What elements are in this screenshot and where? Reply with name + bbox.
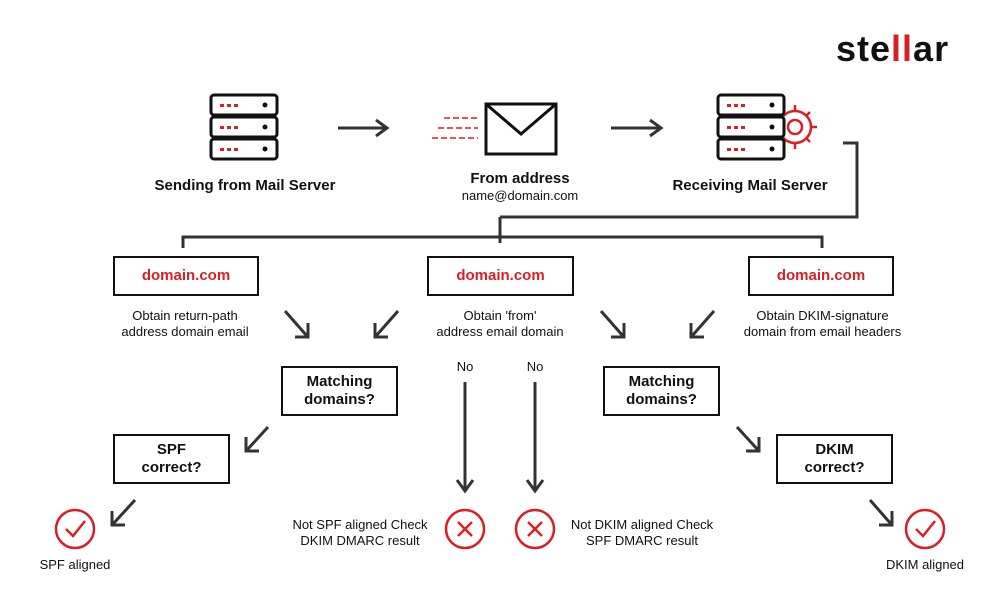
domain-box-left: domain.com — [113, 256, 259, 296]
envelope-icon — [432, 102, 558, 156]
no-label-right: No — [526, 359, 544, 374]
stellar-logo: stellar — [836, 28, 950, 69]
receiving-server-label: Receiving Mail Server — [672, 177, 828, 194]
arrow-send-to-envelope — [338, 118, 390, 138]
obtain-from-text: Obtain 'from' address email domain — [436, 308, 564, 340]
connector-lines — [181, 141, 859, 248]
arrow-envelope-to-receive — [611, 118, 664, 138]
no-label-left: No — [456, 359, 474, 374]
from-address-label: From address — [470, 170, 570, 187]
not-dkim-aligned-label: Not DKIM aligned Check SPF DMARC result — [570, 517, 714, 549]
obtain-return-path-text: Obtain return-path address domain email — [121, 308, 249, 340]
no-arrows — [455, 382, 545, 494]
matching-domains-right: Matching domains? — [603, 366, 720, 416]
not-spf-aligned-label: Not SPF aligned Check DKIM DMARC result — [292, 517, 428, 549]
dkim-aligned-label: DKIM aligned — [885, 557, 965, 572]
from-address-email: name@domain.com — [461, 188, 579, 203]
sending-server-icon — [209, 93, 279, 161]
x-icon-not-spf — [444, 508, 486, 550]
diagonal-arrows — [110, 310, 894, 527]
check-icon-dkim — [904, 508, 946, 550]
sending-server-label: Sending from Mail Server — [154, 177, 336, 194]
spf-correct-box: SPF correct? — [113, 434, 230, 484]
receiving-server-icon — [716, 93, 786, 161]
dkim-correct-box: DKIM correct? — [776, 434, 893, 484]
domain-box-right: domain.com — [748, 256, 894, 296]
obtain-dkim-text: Obtain DKIM-signature domain from email … — [743, 308, 902, 340]
logo-mark: ll — [891, 28, 914, 69]
domain-box-center: domain.com — [427, 256, 574, 296]
matching-domains-left: Matching domains? — [281, 366, 398, 416]
x-icon-not-dkim — [514, 508, 556, 550]
spf-aligned-label: SPF aligned — [39, 557, 111, 572]
check-icon-spf — [54, 508, 96, 550]
